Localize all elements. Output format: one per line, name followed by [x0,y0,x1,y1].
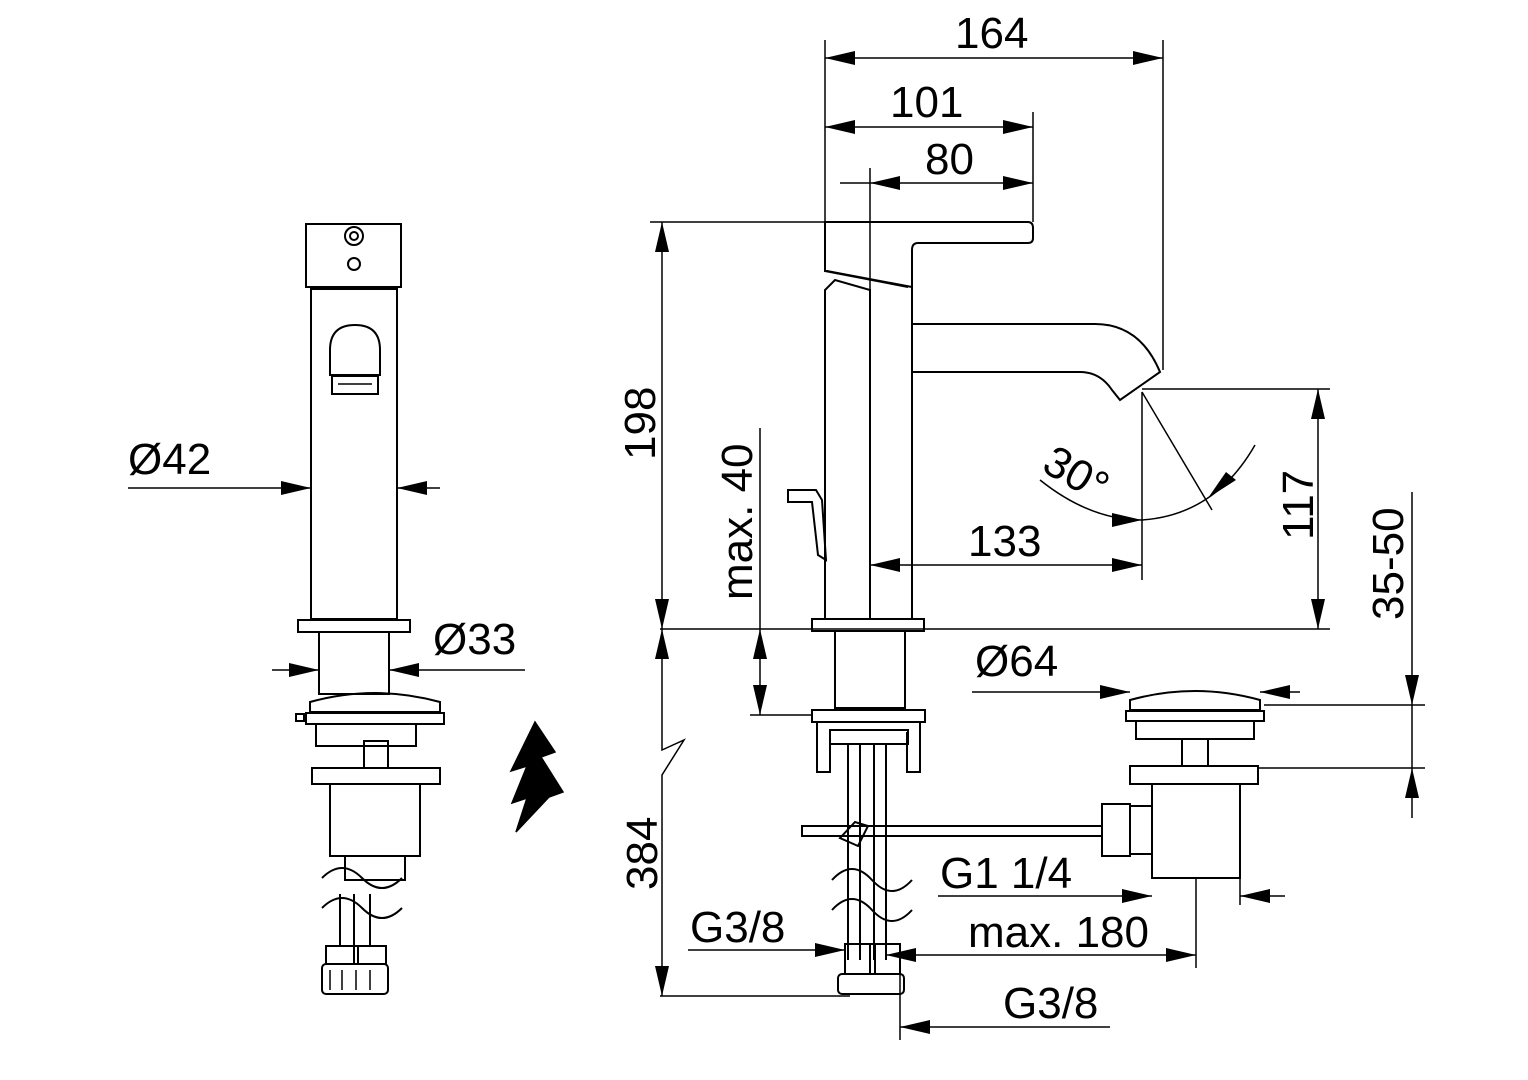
dim-max40-label: max. 40 [713,443,762,600]
dim-384-label: 384 [618,817,667,890]
dim-dia64-label: Ø64 [975,637,1058,686]
dim-dia42-label: Ø42 [128,435,211,484]
dimension-101: 101 [825,78,1034,222]
dimension-g38-bottom: G3/8 [899,974,1110,1040]
dim-g38-bottom-label: G3/8 [1003,979,1098,1028]
dim-max180-label: max. 180 [968,908,1149,957]
dim-164-label: 164 [955,9,1028,58]
dim-198-label: 198 [616,387,665,460]
dim-101-label: 101 [890,78,963,127]
dim-133-label: 133 [968,517,1041,566]
dimension-133: 133 [870,392,1143,580]
dim-80-label: 80 [925,135,974,184]
dim-g38-left-label: G3/8 [690,903,785,952]
dimension-164: 164 [824,9,1164,370]
dimension-max180: max. 180 [886,878,1197,968]
dimension-dia64: Ø64 [972,637,1300,699]
dimension-80: 80 [840,135,1033,290]
dim-117-label: 117 [1274,470,1323,540]
dim-g1-14-label: G1 1/4 [940,849,1072,898]
faucet-side-view [787,221,1162,995]
dim-angle-label: 30° [1035,436,1117,512]
dimension-g1-14: G1 1/4 [938,849,1285,905]
waste-valve-side [1101,690,1265,879]
dimension-g38-left: G3/8 [688,903,845,957]
dimension-dia42: Ø42 [128,435,440,495]
lightning-bolt-icon [509,720,565,833]
dimension-198: 198 [616,221,1330,630]
dimension-angle-30: 30° [1035,391,1256,527]
dimension-35-50: 35-50 [1258,492,1425,818]
faucet-front-view [295,223,445,995]
dimension-117: 117 [1142,388,1330,629]
dim-35-50-label: 35-50 [1364,507,1413,620]
dim-dia33-label: Ø33 [433,615,516,664]
dimension-384: 384 [618,629,850,997]
dimension-max40: max. 40 [713,428,812,716]
dimension-dia33: Ø33 [272,615,525,677]
